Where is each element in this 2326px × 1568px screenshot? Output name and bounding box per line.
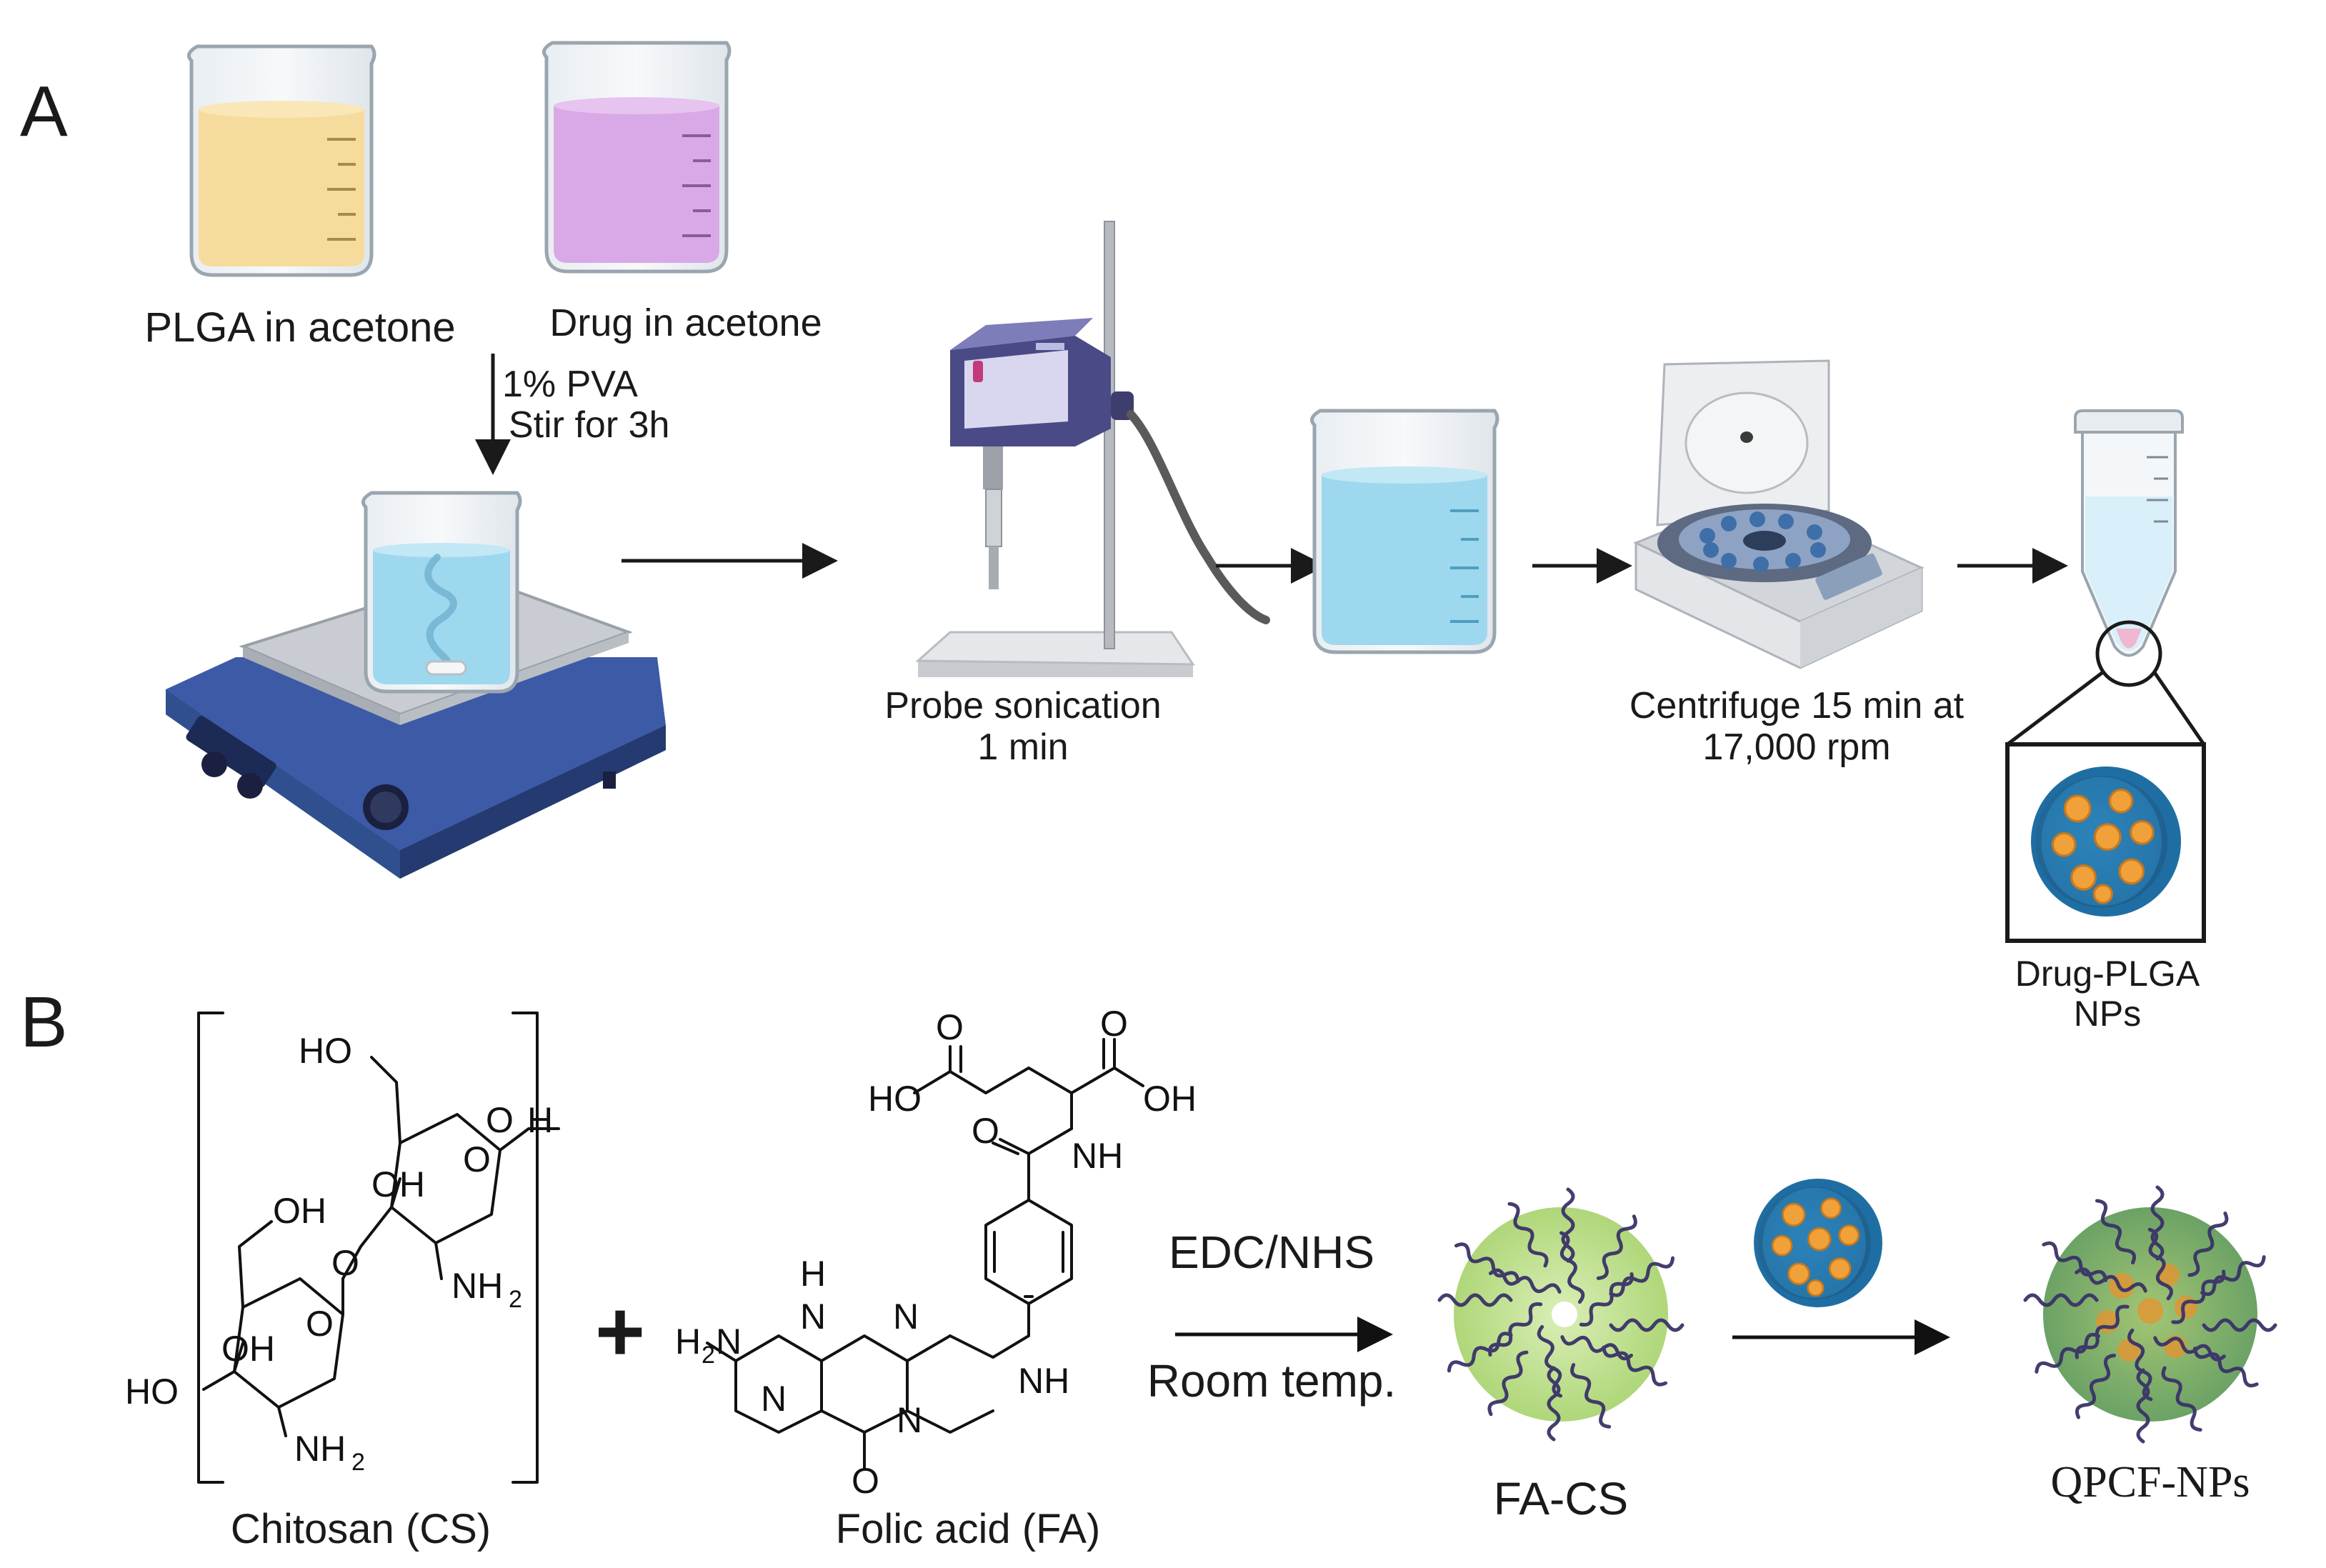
svg-text:OH: OH [1143, 1079, 1197, 1119]
plga-beaker-icon [186, 44, 376, 277]
centrifuge-icon [1633, 359, 1925, 669]
np-label-line2: NPs [2074, 994, 2141, 1034]
pva-label: 1% PVA [502, 364, 638, 405]
svg-text:HO: HO [125, 1372, 179, 1412]
chitosan-atom-labels: HO O H O OH NH 2 O OH O OH HO NH 2 [125, 1031, 553, 1476]
svg-text:N: N [716, 1322, 742, 1362]
svg-text:O: O [331, 1243, 359, 1283]
folic-acid-atom-labels: O HO O OH NH O NH N N H N H 2 N N O [675, 1004, 1197, 1501]
condition-label: Room temp. [1147, 1355, 1397, 1407]
fa-cs-label: FA-CS [1494, 1473, 1628, 1524]
svg-text:NH: NH [1072, 1136, 1123, 1176]
probe-sonicator-icon [915, 221, 1270, 677]
svg-text:O: O [463, 1139, 491, 1179]
plus-sign: + [595, 1284, 645, 1379]
svg-text:N: N [761, 1379, 787, 1419]
svg-text:2: 2 [509, 1286, 522, 1313]
qpcf-nanoparticle-icon [2025, 1187, 2275, 1442]
drug-plga-nanoparticle-icon [2030, 765, 2182, 918]
centrifuge-speed: 17,000 rpm [1702, 726, 1890, 768]
chitosan-label: Chitosan (CS) [231, 1506, 491, 1552]
svg-text:O: O [972, 1111, 999, 1151]
drug-label: Drug in acetone [549, 301, 822, 344]
svg-text:OH: OH [273, 1191, 326, 1231]
drug-beaker-icon [541, 41, 732, 274]
svg-text:H: H [527, 1100, 553, 1140]
fa-cs-micelle-icon [1439, 1189, 1682, 1439]
sonication-time: 1 min [977, 726, 1068, 768]
svg-text:O: O [852, 1461, 879, 1501]
svg-text:2: 2 [702, 1342, 715, 1369]
sonication-label: Probe sonication [884, 685, 1161, 726]
microtube-icon [2074, 409, 2184, 657]
svg-text:N: N [897, 1400, 922, 1440]
svg-text:N: N [893, 1297, 919, 1337]
stir-label: Stir for 3h [509, 404, 669, 446]
svg-text:2: 2 [351, 1449, 365, 1476]
centrifuge-label: Centrifuge 15 min at [1629, 685, 1965, 726]
svg-text:O: O [936, 1007, 964, 1047]
plga-label: PLGA in acetone [144, 304, 455, 351]
folic-acid-label: Folic acid (FA) [836, 1506, 1101, 1552]
svg-text:O: O [1100, 1004, 1128, 1044]
np-label-line1: Drug-PLGA [2015, 954, 2200, 994]
chitosan-structure [197, 1012, 560, 1484]
stirring-beaker-icon [361, 491, 522, 694]
svg-text:NH: NH [294, 1429, 346, 1469]
nanoparticle-reactant-icon [1752, 1177, 1884, 1309]
reagent-label: EDC/NHS [1169, 1227, 1374, 1278]
svg-text:HO: HO [868, 1079, 922, 1119]
svg-text:NH: NH [1018, 1361, 1069, 1401]
panel-b-letter: B [20, 982, 68, 1062]
svg-text:H: H [800, 1254, 826, 1294]
svg-text:OH: OH [371, 1164, 425, 1204]
svg-text:O: O [306, 1304, 334, 1344]
svg-text:OH: OH [221, 1329, 275, 1369]
folic-acid-structure [706, 1038, 1144, 1469]
qpcf-label: QPCF-NPs [2050, 1458, 2250, 1507]
water-beaker-icon [1309, 409, 1499, 654]
panel-a-letter: A [20, 71, 68, 151]
svg-text:H: H [675, 1322, 701, 1362]
svg-text:HO: HO [299, 1031, 352, 1071]
svg-text:NH: NH [451, 1266, 503, 1306]
svg-text:O: O [486, 1100, 514, 1140]
svg-text:N: N [800, 1297, 826, 1337]
